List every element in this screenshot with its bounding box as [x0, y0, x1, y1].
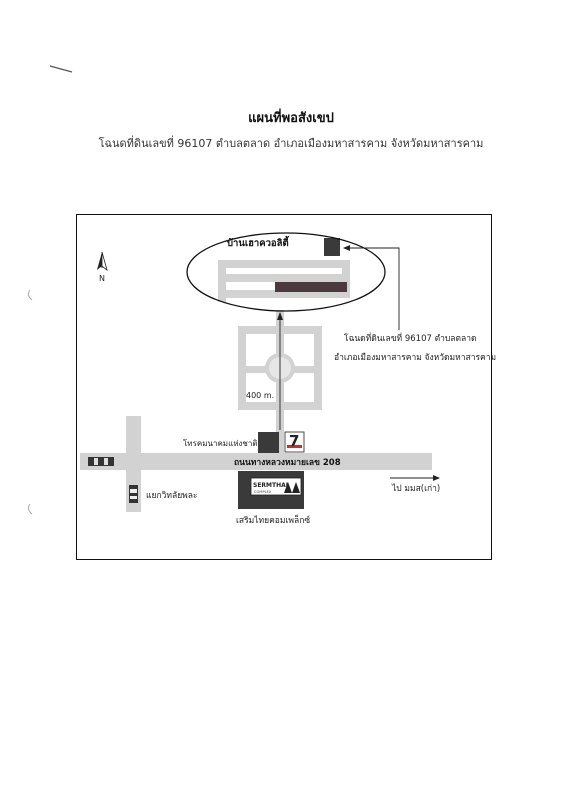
highway-label: ถนนทางหลวงหมายเลข 208	[234, 458, 341, 468]
direction-label: ไป มมส(เก่า)	[391, 483, 440, 494]
scan-mark	[27, 289, 33, 301]
highway-208	[80, 453, 432, 470]
mall-sign-text: SERMTHAI	[253, 482, 288, 489]
car-icon	[129, 485, 138, 503]
callout-arrowhead	[343, 245, 350, 251]
direction-arrowhead	[433, 475, 440, 481]
village-roads	[218, 260, 350, 302]
scan-mark	[49, 65, 73, 73]
village-name-label: บ้านเฮาควอลิตี้	[227, 235, 290, 249]
page-title: แผนที่พอสังเขป	[248, 111, 334, 126]
map-frame	[76, 214, 492, 560]
scan-mark	[27, 503, 33, 515]
distance-arrowhead	[277, 312, 283, 320]
mall-label: เสริมไทยคอมเพล็กซ์	[236, 514, 310, 526]
telecom-building	[258, 432, 279, 453]
page-subtitle: โฉนดที่ดินเลขที่ 96107 ตำบลตลาด อำเภอเมื…	[98, 137, 484, 150]
parcel-callout-line2: อำเภอเมืองมหาสารคาม จังหวัดมหาสารคาม	[334, 352, 496, 363]
store-logo-text: 7	[289, 432, 299, 450]
seven-eleven-logo: 7	[284, 431, 305, 453]
car-icon	[88, 457, 114, 466]
parcel-callout-line1: โฉนดที่ดินเลขที่ 96107 ตำบลตลาด	[344, 332, 477, 344]
distance-label: 400 m.	[246, 391, 274, 400]
village-house	[324, 238, 340, 256]
intersection-label: แยกวิทลัยพละ	[146, 491, 198, 501]
north-arrow-icon	[97, 251, 108, 272]
parcel-callout-line	[344, 247, 400, 330]
village-ellipse	[186, 232, 386, 312]
mall-sign-subtext: COMPLEX	[254, 490, 272, 494]
telecom-label: โทรคมนาคมแห่งชาติ	[183, 438, 258, 448]
sermthai-complex-building: SERMTHAI COMPLEX	[238, 471, 304, 509]
parcel-96107	[275, 282, 347, 292]
north-label: N	[99, 274, 105, 283]
